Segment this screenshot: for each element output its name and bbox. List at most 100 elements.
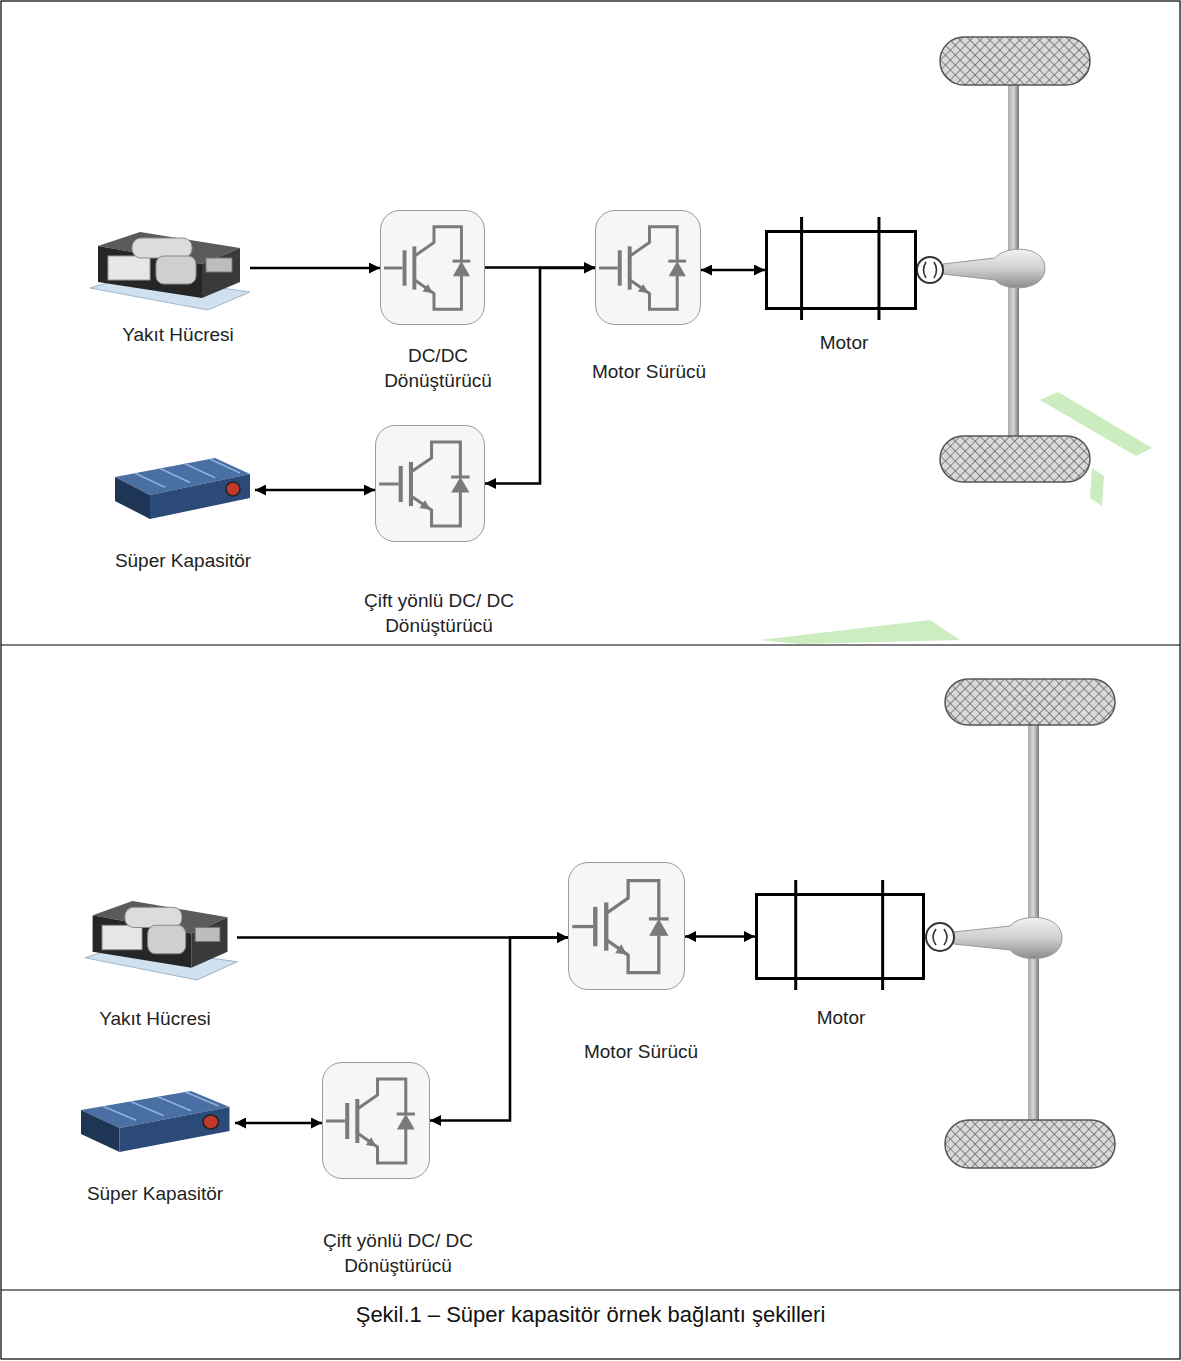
igbt-part [572,925,593,928]
node-label: Süper Kapasitör [88,548,278,573]
igbt-part [616,945,626,954]
watermark-stroke [1090,468,1104,506]
igbt-symbol [379,442,470,526]
igbt-part [399,466,403,502]
conv-node: Motor Sürücü [595,210,701,325]
connector-arrow [255,489,375,492]
wheel [945,1120,1115,1168]
fuel-cell-part [206,258,232,272]
igbt-part [606,935,659,972]
igbt-part [604,902,608,950]
row-divider [1,1289,1180,1290]
node-label: Çift yönlü DC/ DC Dönüştürücü [364,588,514,638]
motor-winding-line [877,217,880,320]
igbt-part [357,1079,405,1113]
igbt-part [411,492,460,526]
node-label: Motor Sürücü [564,359,734,384]
motor-winding-line [800,217,803,320]
supercapacitor-art [115,458,250,519]
node-label: Süper Kapasitör [60,1181,250,1206]
connector-arrow [701,269,765,272]
igbt-part [423,285,432,293]
supercapacitor-part [81,1110,120,1152]
fuel-cell-part [132,238,192,258]
igbt-part [618,250,622,285]
igbt-part [326,1120,345,1123]
conv-node: DC/DC Dönüştürücü [380,210,485,325]
igbt-part [639,285,648,293]
igbt-part [409,462,413,506]
igbt-part [414,276,461,309]
wheel [940,436,1090,482]
supercapacitor-part [135,473,165,487]
connectors [235,268,765,1124]
supercapacitor-part [160,468,190,482]
cap-node: Süper Kapasitör [70,1088,235,1158]
motor-node: Motor [765,230,917,310]
conv-node: Çift yönlü DC/ DC Dönüştürücü [375,425,485,542]
igbt-part [454,262,470,276]
fuel-cell-part [102,925,142,949]
fuel-cell-part [125,907,182,927]
igbt-part [669,262,685,276]
differential [943,249,1045,288]
igbt-part [630,227,678,260]
igbt-part [599,267,618,270]
fuel-cell-part [202,248,240,298]
supercapacitor-part [115,477,150,519]
motor-winding-line [794,880,797,990]
igbt-symbol [326,1079,415,1163]
row-divider [1,644,1180,645]
caption-holder: Şekil.1 – Süper kapasitör örnek bağlantı… [0,1300,1181,1330]
fuel-cell-part [108,256,150,280]
node-art [85,895,237,980]
fuel-cell-part [156,256,196,284]
motor-symbol [802,217,879,320]
node-art [90,226,250,310]
cell-node: Yakıt Hücresi [85,895,237,980]
supercapacitor-part [158,1097,191,1111]
igbt-part [379,483,399,486]
differential [954,917,1062,958]
wheel [940,37,1090,85]
supercapacitor-part [131,1101,164,1115]
igbt-part [593,907,597,946]
node-art [323,1063,429,1178]
conv-node: Çift yönlü DC/ DC Dönüştürücü [322,1062,430,1179]
motor-symbol [796,880,883,990]
node-label: DC/DC Dönüştürücü [376,343,501,393]
cell-node: Yakıt Hücresi [90,226,250,310]
node-art [596,211,700,324]
figure-caption: Şekil.1 – Süper kapasitör örnek bağlantı… [0,1300,1181,1330]
connector-arrow [250,267,380,270]
node-label: Yakıt Hücresi [60,1006,250,1031]
motor-winding-line [881,880,884,990]
node-art [70,1088,235,1158]
connector-arrow [485,268,595,484]
igbt-part [384,267,403,270]
fuel-cell-art [90,232,250,310]
watermark-stroke [760,620,960,644]
supercapacitor-part [210,459,240,473]
fuel-cell-part [191,917,227,968]
coupling [917,257,943,283]
igbt-part [630,276,678,309]
coupling-mark [933,929,947,945]
igbt-part [606,881,659,918]
igbt-symbol [572,881,668,973]
coupling-mark [924,262,937,278]
fuel-cell-part [195,927,220,941]
igbt-part [412,246,416,289]
fuel-cell-art [85,901,237,980]
motor-node: Motor [755,893,925,980]
supercapacitor-part [203,1115,218,1129]
igbt-part [650,920,668,935]
drivetrain-bottom [926,679,1115,1168]
supercapacitor-art [81,1091,230,1152]
watermark-marks [760,392,1152,644]
node-art [105,455,255,525]
